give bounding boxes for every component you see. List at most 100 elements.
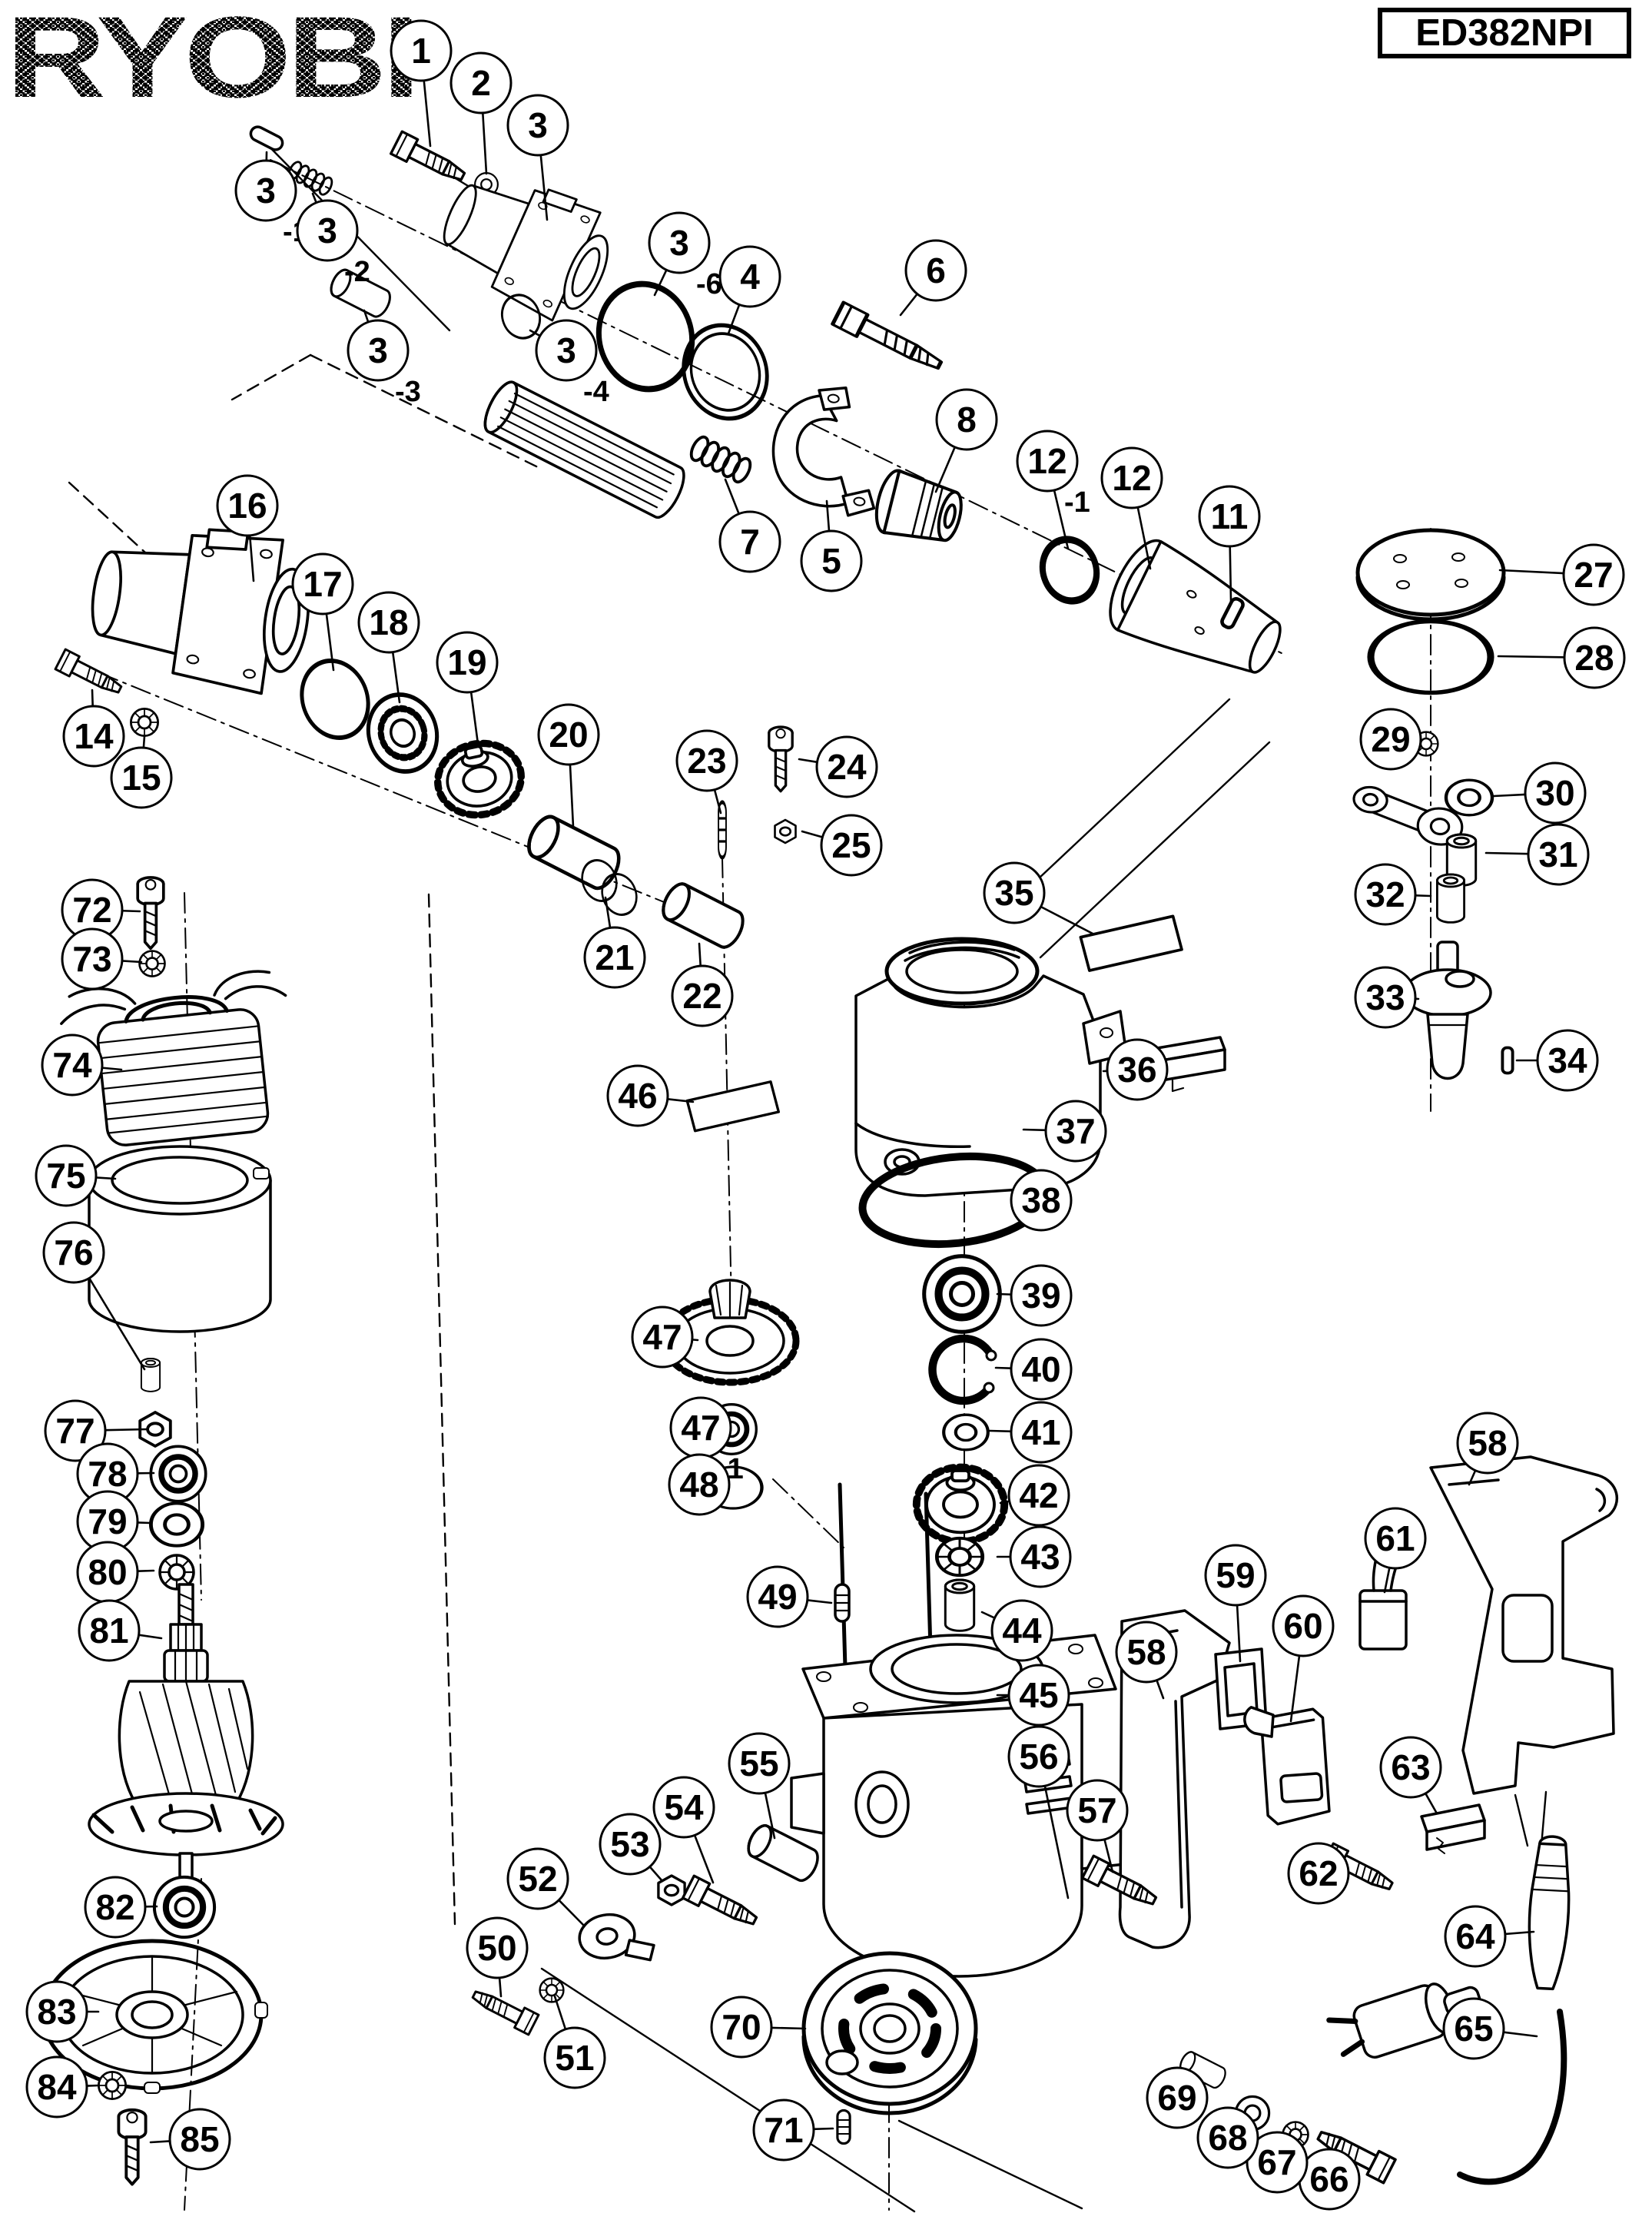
callout-circle [800, 529, 863, 592]
part-gear-housing [81, 510, 320, 700]
part-pin [834, 1583, 851, 1623]
leader-line-60 [1289, 1654, 1301, 1723]
callout-circle [631, 1306, 694, 1369]
callout-circle [78, 1599, 141, 1662]
callout-3-6: 3-6 [648, 211, 722, 300]
callout-number: 70 [722, 2007, 761, 2047]
leader-line-21 [604, 896, 612, 929]
callout-circle [1146, 2066, 1209, 2129]
callout-circle [1007, 1464, 1070, 1527]
callout-number: 81 [89, 1611, 128, 1651]
part-label-plate [685, 1080, 781, 1133]
part-retainer-ring [671, 314, 780, 430]
thin-line [1039, 741, 1271, 959]
callout-58: 58 [1115, 1621, 1178, 1684]
callout-number: 4 [740, 257, 760, 297]
leader-line-64 [1504, 1930, 1535, 1936]
part-splined-coupling [871, 468, 967, 549]
part-key [1501, 1046, 1514, 1075]
callout-number: 20 [549, 715, 588, 755]
callout-sub-number: -6 [696, 268, 722, 300]
callout-circle [1106, 1038, 1169, 1101]
callout-number: 37 [1056, 1111, 1095, 1151]
part-pin [247, 123, 287, 154]
callout-circle [1044, 1100, 1107, 1163]
callout-36: 36 [1106, 1038, 1169, 1101]
callout-circle [390, 19, 453, 82]
callout-11: 11 [1198, 485, 1261, 548]
callout-51: 51 [543, 2026, 606, 2089]
callout-70: 70 [710, 1996, 773, 2059]
callout-3-2: 3-2 [296, 199, 370, 288]
callout-sub-number: -1 [1064, 486, 1090, 519]
callout-circle [1527, 823, 1590, 886]
callout-circle [1010, 1264, 1073, 1327]
part-bushing [944, 1578, 976, 1632]
callout-circle [648, 211, 711, 274]
callout-19: 19 [436, 631, 499, 694]
part-oil-deflector [574, 1906, 658, 1973]
callout-42: 42 [1007, 1464, 1070, 1527]
callout-number: 54 [664, 1787, 704, 1827]
thin-line [1514, 1793, 1529, 1847]
callout-circle [44, 1399, 107, 1462]
callout-63: 63 [1379, 1736, 1442, 1799]
callout-circle [1007, 1664, 1070, 1727]
callout-41: 41 [1010, 1401, 1073, 1464]
callout-3-4: 3-4 [535, 319, 609, 408]
callout-7: 7 [718, 510, 781, 573]
callout-circle [1562, 543, 1625, 606]
thin-line [897, 2119, 1083, 2210]
callout-number: 64 [1455, 1916, 1495, 1956]
callout-number: 12 [1112, 458, 1151, 498]
callout-number: 3 [528, 105, 548, 145]
callout-number: 33 [1365, 977, 1405, 1017]
callout-circle [1442, 1997, 1505, 2060]
callout-number: 69 [1157, 2078, 1196, 2118]
leader-line-85 [149, 2140, 171, 2144]
leader-line-53 [649, 1866, 664, 1883]
callout-circle [710, 1996, 773, 2059]
callout-79: 79 [76, 1490, 139, 1553]
parts-layer [37, 123, 1619, 2186]
leader-line-31 [1484, 851, 1530, 855]
part-lock-washer [129, 708, 160, 737]
callout-circle [1379, 1736, 1442, 1799]
callout-72: 72 [61, 878, 124, 941]
callout-circle [668, 1453, 731, 1516]
part-bevel-gear [431, 735, 528, 822]
callout-circle [535, 319, 598, 382]
callout-65: 65 [1442, 1997, 1505, 2060]
callout-number: 8 [957, 400, 977, 440]
callout-number: 17 [303, 564, 342, 604]
callout-49: 49 [746, 1565, 809, 1628]
leader-line-6 [899, 293, 919, 317]
part-spring [686, 433, 755, 486]
callout-circle [1354, 966, 1417, 1029]
callout-62: 62 [1287, 1842, 1350, 1905]
part-clutch-disc [1358, 530, 1504, 619]
leader-line-44 [980, 1611, 996, 1619]
callout-circle [296, 199, 359, 262]
leader-line-18 [391, 651, 401, 704]
callout-54: 54 [652, 1776, 715, 1839]
part-clamp [764, 377, 892, 521]
callout-number: 3 [256, 171, 276, 211]
callout-circle [1272, 1594, 1335, 1657]
callout-84: 84 [25, 2055, 88, 2118]
callout-circle [357, 591, 420, 654]
callout-circle [61, 927, 124, 990]
callout-number: 60 [1283, 1606, 1322, 1646]
callout-58: 58 [1456, 1412, 1519, 1475]
dash-line [231, 353, 312, 401]
leader-line-8 [934, 446, 957, 493]
callout-16: 16 [216, 474, 279, 537]
callout-18: 18 [357, 591, 420, 654]
leader-line-61 [1383, 1566, 1391, 1594]
callout-48: 48 [668, 1453, 731, 1516]
leader-line-77 [104, 1428, 149, 1432]
part-lock-washer [937, 1538, 982, 1575]
part-long-bolt [832, 302, 944, 376]
callout-circle [1536, 1029, 1599, 1092]
